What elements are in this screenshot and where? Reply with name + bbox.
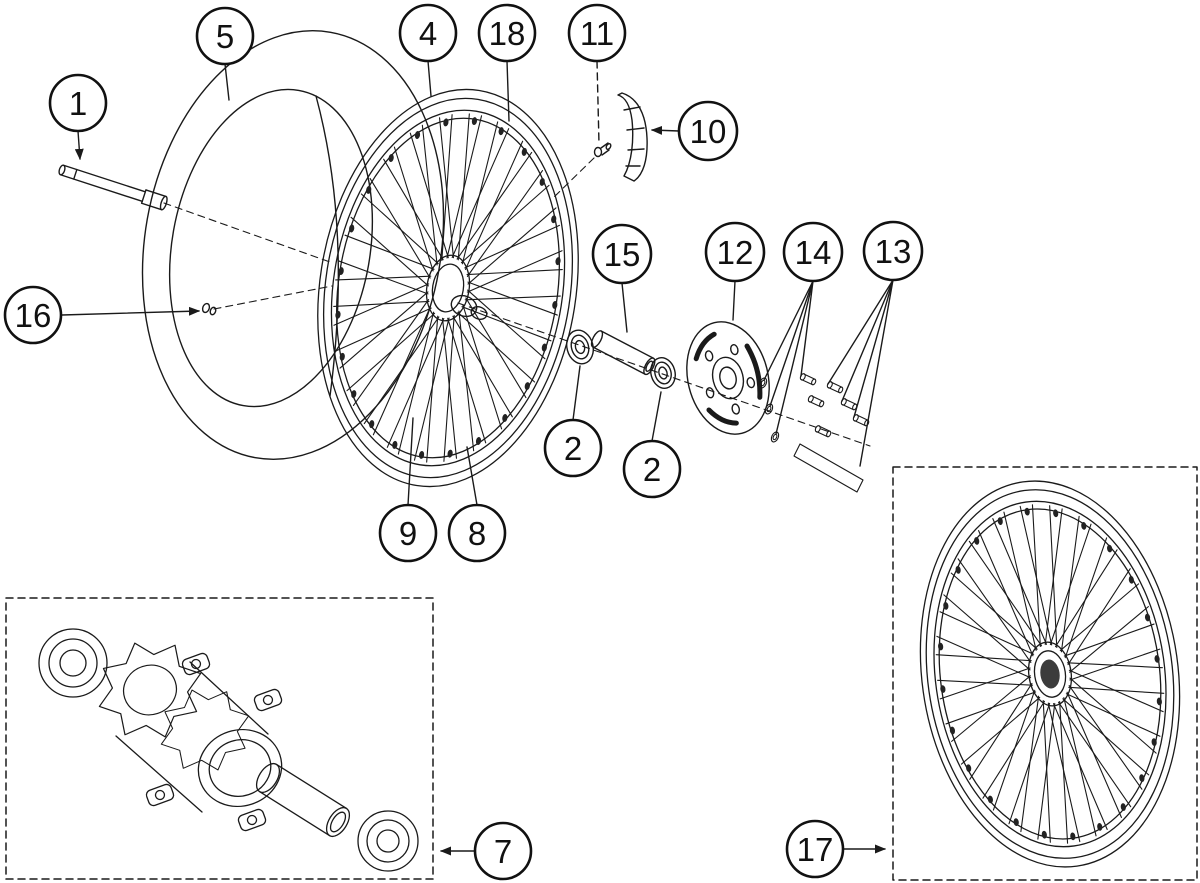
callout-2a: 2 bbox=[543, 418, 603, 478]
svg-text:2: 2 bbox=[564, 430, 582, 467]
svg-text:9: 9 bbox=[399, 515, 417, 552]
svg-text:16: 16 bbox=[15, 297, 52, 334]
callout-8: 8 bbox=[447, 503, 507, 563]
callout-18: 18 bbox=[477, 3, 537, 63]
svg-text:2: 2 bbox=[643, 451, 661, 488]
bolt-bracket bbox=[793, 443, 864, 493]
svg-text:13: 13 bbox=[875, 233, 912, 270]
callout-11: 11 bbox=[567, 3, 627, 63]
callout-13: 13 bbox=[862, 220, 924, 282]
svg-text:11: 11 bbox=[580, 15, 614, 52]
leader-18 bbox=[506, 60, 510, 122]
disc-bolt-set bbox=[799, 373, 870, 438]
hub-assembly-detail bbox=[38, 628, 419, 872]
hub-bearing-outer bbox=[38, 628, 108, 698]
svg-text:18: 18 bbox=[489, 15, 526, 52]
svg-text:12: 12 bbox=[717, 234, 754, 271]
leader-15 bbox=[621, 282, 628, 333]
hub-mount-tabs bbox=[145, 652, 283, 832]
construction-lines bbox=[163, 157, 871, 447]
hub-flange-front bbox=[98, 642, 202, 738]
callout-1: 1 bbox=[48, 73, 108, 133]
svg-text:10: 10 bbox=[690, 113, 727, 150]
axle-pin bbox=[201, 302, 217, 316]
axle-spacer bbox=[590, 330, 656, 376]
leader-2b bbox=[651, 391, 662, 442]
callout-14: 14 bbox=[782, 221, 844, 283]
svg-text:14: 14 bbox=[795, 234, 832, 271]
hub-spacer-tube bbox=[255, 762, 351, 838]
brake-disc bbox=[686, 321, 770, 435]
hub-bearing-inner bbox=[357, 810, 419, 872]
leader-12 bbox=[732, 280, 736, 321]
callout-16: 16 bbox=[3, 285, 63, 345]
leader-16 bbox=[61, 306, 201, 316]
hub-flange-rear bbox=[160, 689, 250, 771]
svg-text:1: 1 bbox=[69, 85, 87, 122]
callout-10: 10 bbox=[677, 100, 739, 162]
wheel-bearing-right bbox=[650, 357, 676, 389]
leader-1 bbox=[74, 130, 84, 161]
leader-14-c bbox=[775, 280, 814, 435]
wheel-detail-box bbox=[892, 466, 1198, 881]
svg-text:7: 7 bbox=[494, 833, 512, 870]
leader-2a bbox=[572, 365, 581, 421]
callout-2b: 2 bbox=[622, 439, 682, 499]
callout-17: 17 bbox=[785, 819, 845, 879]
leader-10 bbox=[650, 125, 680, 135]
leader-5 bbox=[224, 63, 230, 101]
leader-4 bbox=[427, 60, 432, 97]
svg-text:15: 15 bbox=[604, 236, 641, 273]
leader-14-b bbox=[769, 280, 814, 407]
leader-14-d bbox=[800, 280, 814, 377]
callout-7: 7 bbox=[473, 821, 533, 881]
leader-11 bbox=[596, 60, 600, 145]
leader-13-c bbox=[853, 279, 894, 418]
hub-detail-box bbox=[5, 597, 434, 880]
front-axle bbox=[58, 164, 168, 211]
leader-13-a bbox=[827, 279, 894, 385]
hub-stub bbox=[450, 294, 488, 320]
callout-5: 5 bbox=[195, 6, 255, 66]
wheel-bearing-left bbox=[565, 329, 595, 365]
callout-12: 12 bbox=[704, 221, 766, 283]
hub-bore bbox=[197, 728, 283, 808]
leader-8 bbox=[466, 446, 478, 506]
callout-15: 15 bbox=[591, 223, 653, 285]
leader-13-d bbox=[859, 279, 894, 467]
leader-9 bbox=[407, 417, 414, 506]
leader-13-b bbox=[841, 279, 894, 402]
svg-text:8: 8 bbox=[468, 515, 486, 552]
assembled-wheel-view bbox=[895, 463, 1200, 883]
tire-outline bbox=[141, 30, 445, 460]
rim-lock bbox=[617, 92, 648, 182]
callout-4: 4 bbox=[398, 3, 458, 63]
rim-lock-bolt bbox=[593, 142, 612, 158]
svg-text:17: 17 bbox=[797, 831, 834, 868]
svg-text:5: 5 bbox=[216, 18, 234, 55]
callout-9: 9 bbox=[378, 503, 438, 563]
leader-14-a bbox=[763, 280, 814, 381]
svg-text:4: 4 bbox=[419, 15, 437, 52]
